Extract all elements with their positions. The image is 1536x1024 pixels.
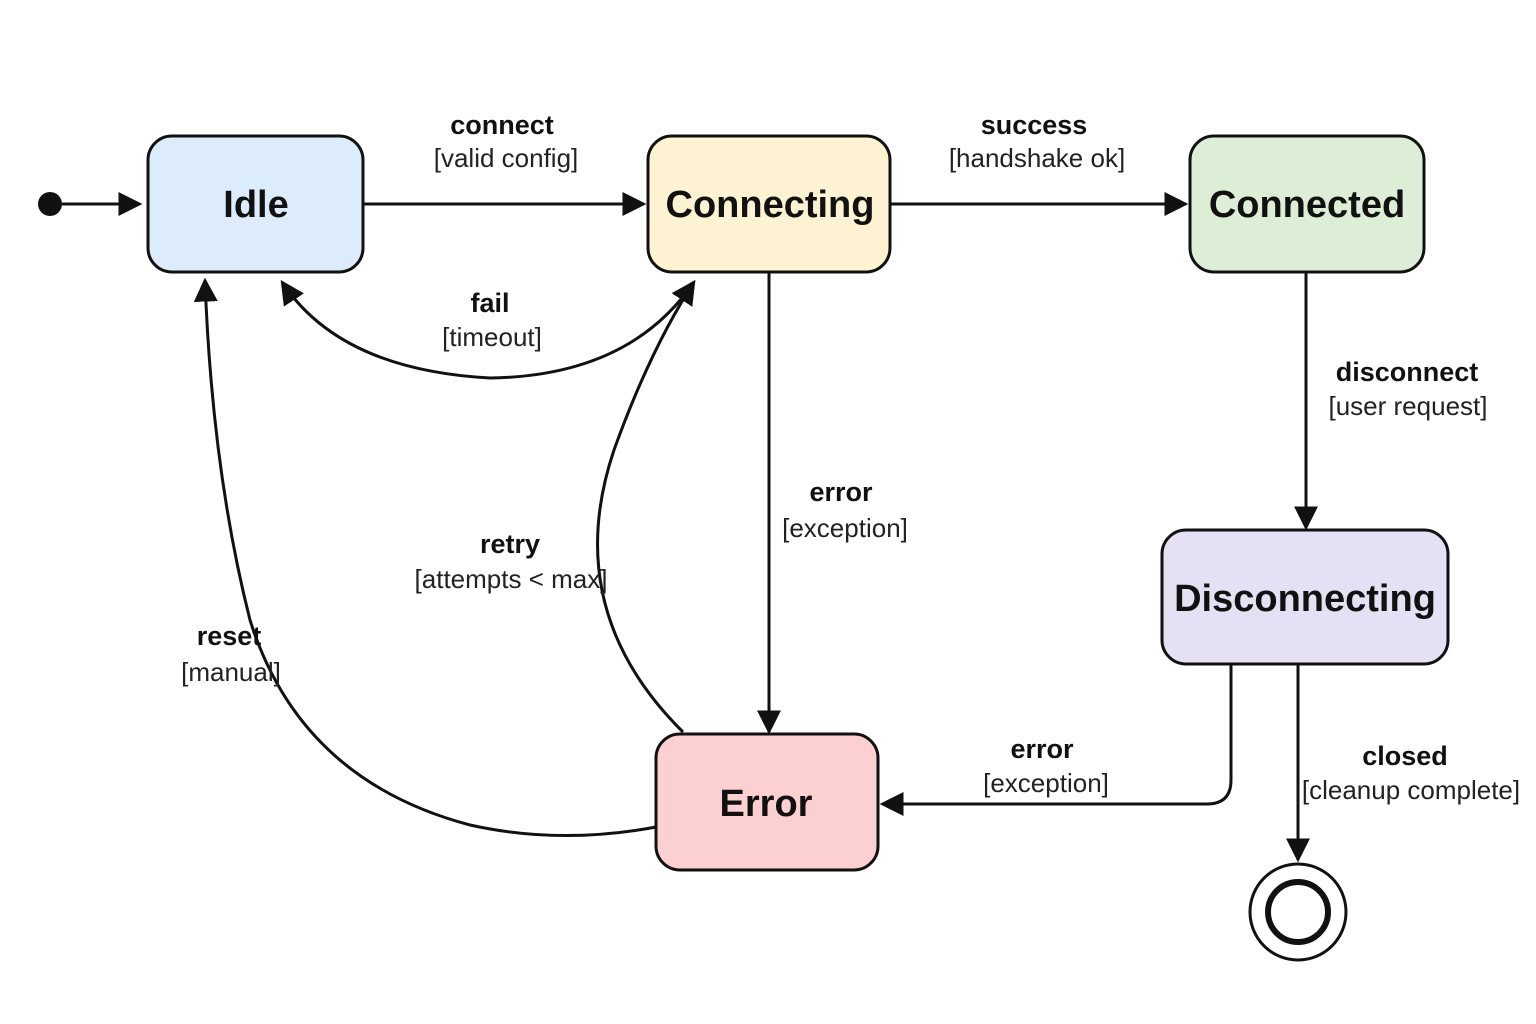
state-label: Idle (223, 184, 288, 226)
label-fail: fail [timeout] (442, 288, 542, 352)
event-label: closed (1362, 741, 1448, 771)
event-label: reset (197, 621, 262, 651)
edge-fail (280, 279, 696, 380)
guard-label: [exception] (782, 513, 908, 543)
edge-retry (596, 279, 696, 734)
event-label: error (1010, 734, 1074, 764)
state-connecting[interactable]: Connecting (646, 134, 892, 274)
state-label: Connected (1209, 184, 1405, 226)
label-error-disconnecting: error [exception] (983, 734, 1109, 798)
event-label: success (981, 110, 1088, 140)
guard-label: [valid config] (434, 143, 579, 173)
state-error[interactable]: Error (654, 732, 880, 872)
edge-error-disconnecting (879, 664, 1233, 816)
guard-label: [attempts < max] (415, 564, 608, 594)
guard-label: [exception] (983, 768, 1109, 798)
state-connected[interactable]: Connected (1188, 134, 1426, 274)
final-state (1248, 862, 1348, 962)
state-idle[interactable]: Idle (146, 134, 365, 274)
state-label: Connecting (666, 184, 875, 226)
label-error-connecting: error [exception] (782, 477, 908, 543)
event-label: retry (480, 529, 540, 559)
edge-reset (193, 277, 657, 837)
event-label: disconnect (1336, 357, 1479, 387)
event-label: fail (470, 288, 509, 318)
guard-label: [cleanup complete] (1302, 775, 1520, 805)
guard-label: [user request] (1329, 391, 1488, 421)
label-success: success [handshake ok] (949, 110, 1125, 173)
edges (38, 192, 1348, 962)
label-retry: retry [attempts < max] (415, 529, 608, 594)
initial-state-dot (38, 192, 62, 216)
state-label: Disconnecting (1174, 578, 1436, 620)
guard-label: [manual] (181, 657, 281, 687)
event-label: connect (450, 110, 554, 140)
state-disconnecting[interactable]: Disconnecting (1160, 528, 1450, 666)
guard-label: [handshake ok] (949, 143, 1125, 173)
guard-label: [timeout] (442, 322, 542, 352)
event-label: error (809, 477, 873, 507)
label-reset: reset [manual] (181, 621, 281, 687)
label-closed: closed [cleanup complete] (1302, 741, 1520, 805)
label-disconnect: disconnect [user request] (1329, 357, 1488, 421)
state-label: Error (720, 783, 813, 825)
label-connect: connect [valid config] (434, 110, 579, 173)
